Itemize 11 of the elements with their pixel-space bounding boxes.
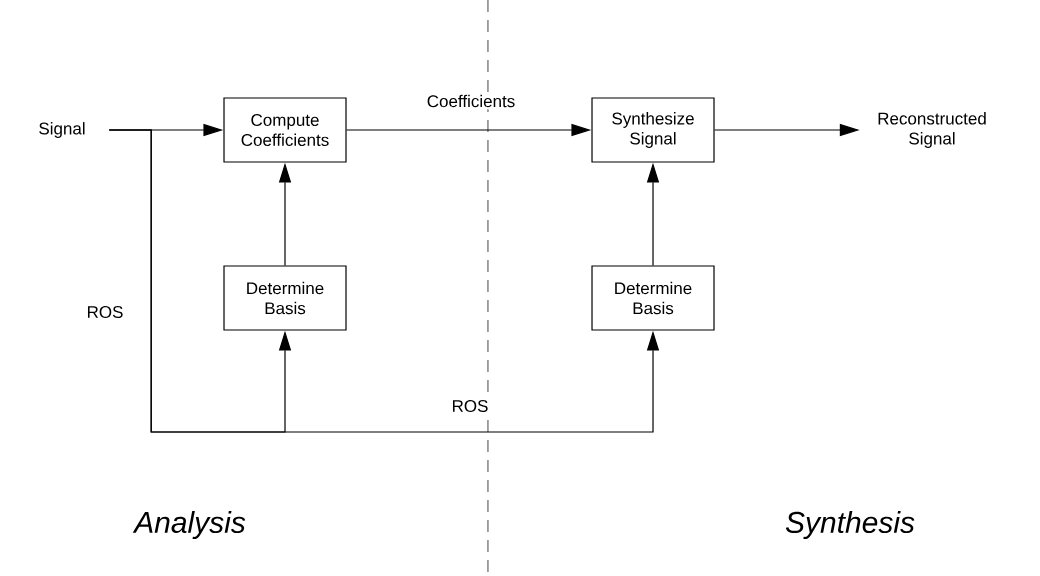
signal-text: Signal: [39, 122, 85, 138]
process-box: Compute Coefficients: [223, 97, 347, 163]
edge-label: ROS: [84, 304, 126, 320]
process-box: Synthesize Signal: [591, 97, 715, 163]
edge-label: Coefficients: [424, 92, 518, 110]
signal-text: Reconstructed Signal: [878, 112, 986, 148]
section-label: Analysis: [132, 511, 246, 539]
edge-label: ROS: [449, 398, 491, 415]
process-box: Determine Basis: [223, 265, 347, 331]
process-box: Determine Basis: [591, 265, 715, 331]
section-label: Synthesis: [785, 511, 915, 539]
